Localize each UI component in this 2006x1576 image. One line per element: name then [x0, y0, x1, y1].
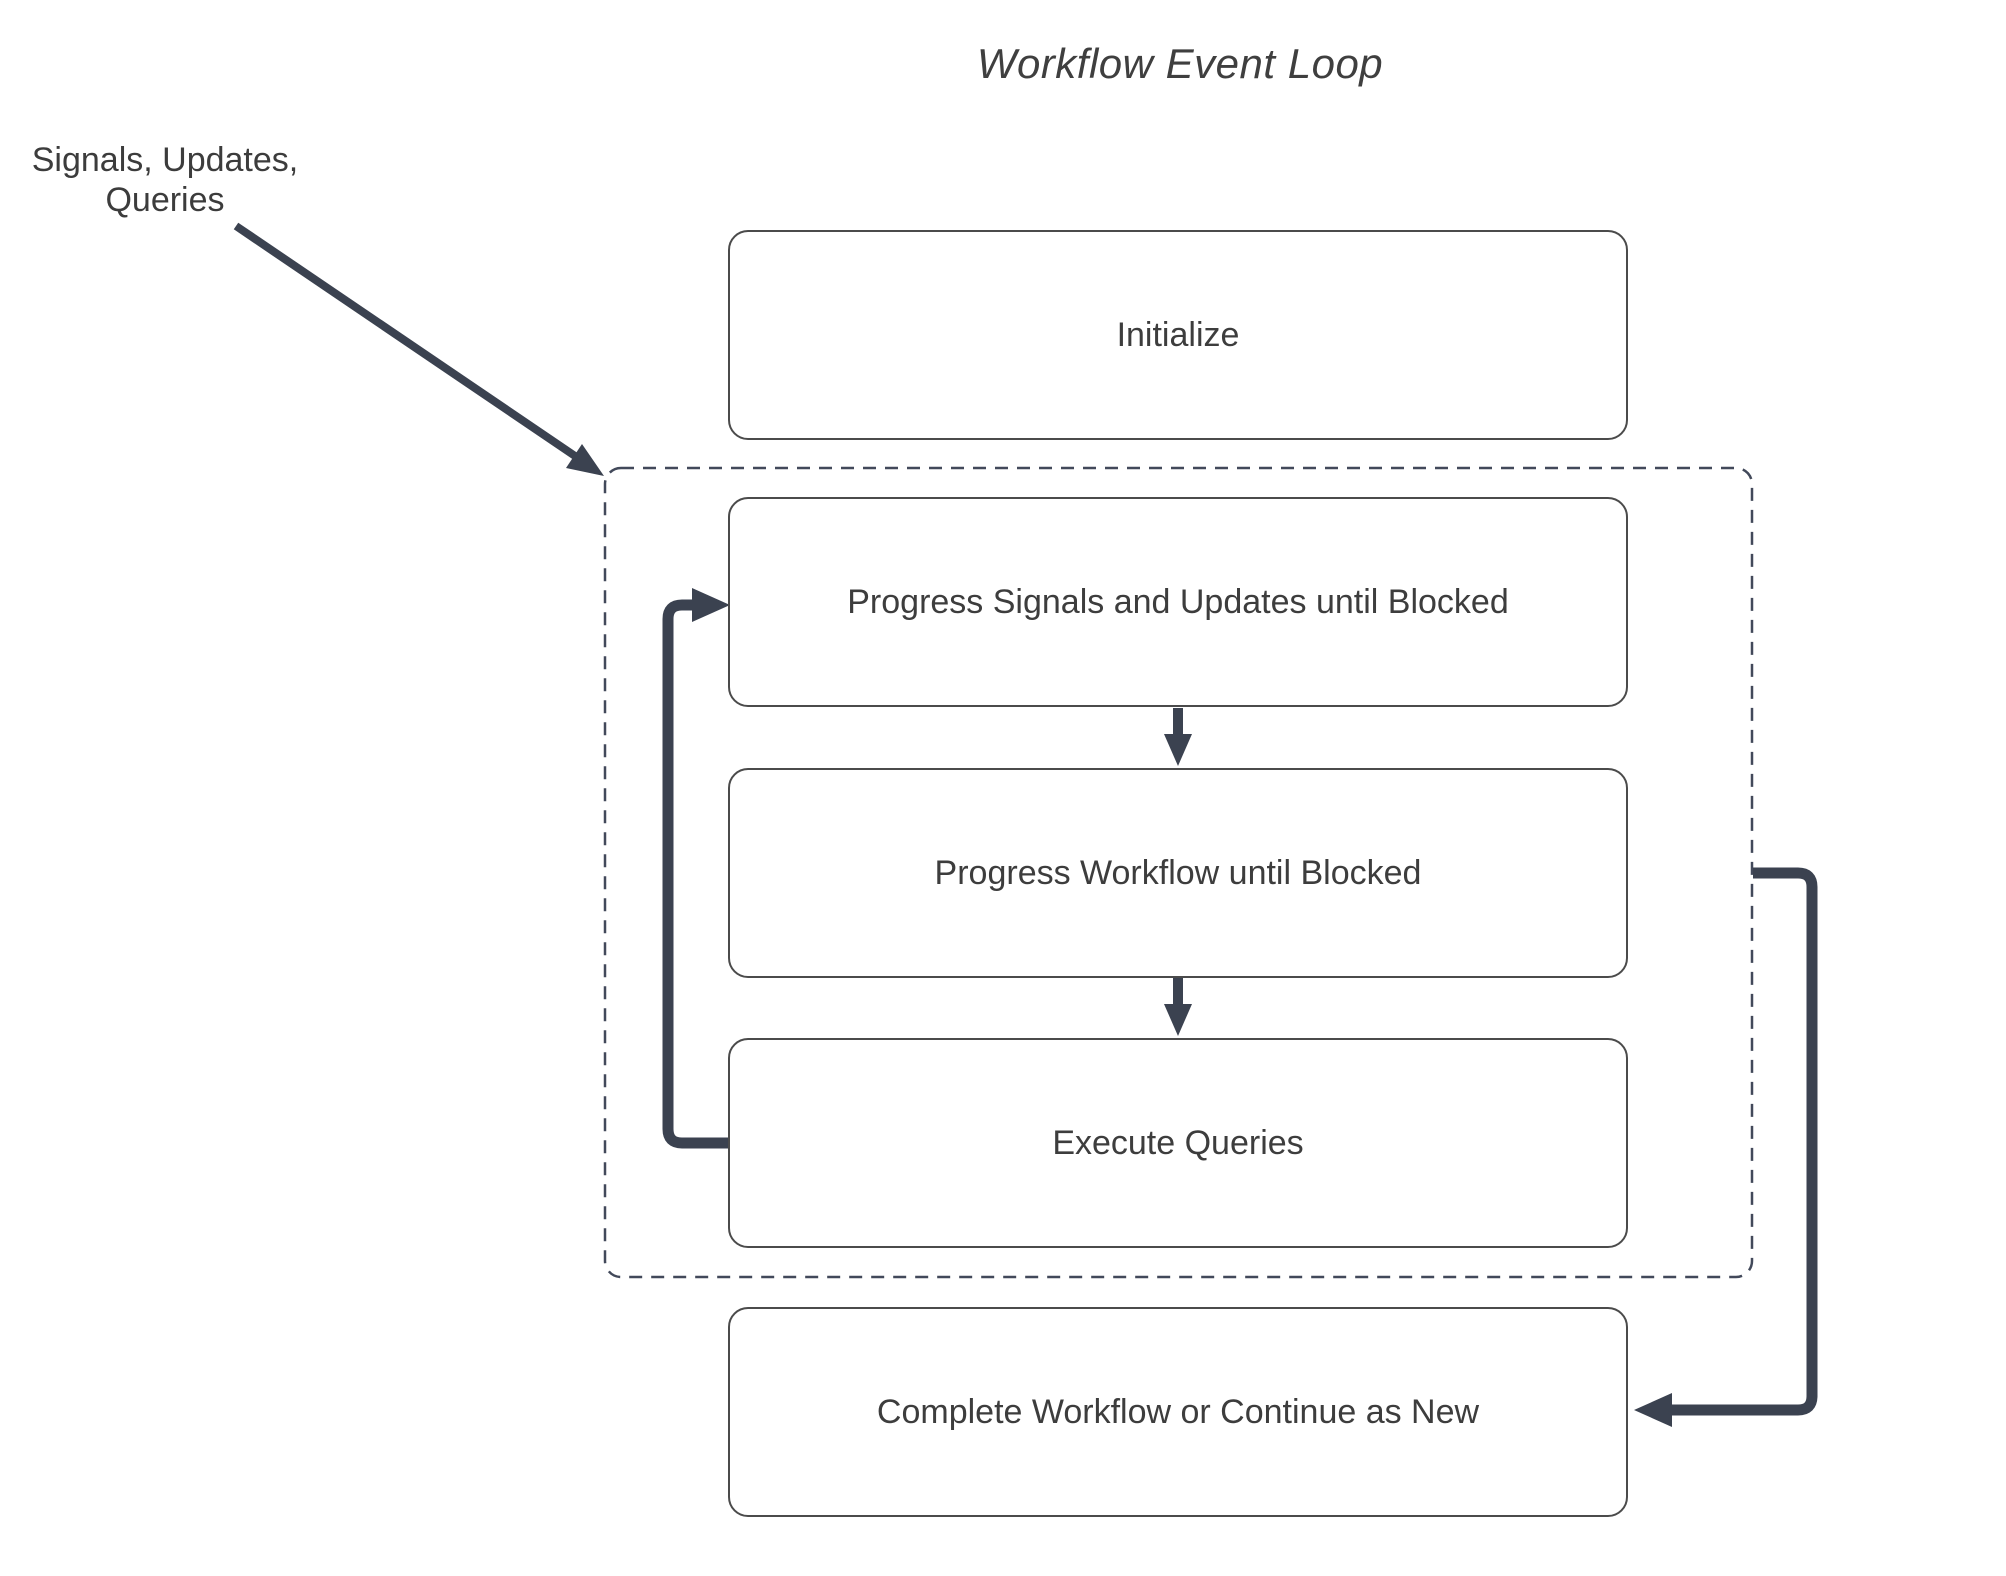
external-inputs-arrow: [233, 222, 604, 476]
node-progress-workflow-label: Progress Workflow until Blocked: [934, 853, 1422, 892]
node-initialize-label: Initialize: [1116, 315, 1240, 354]
diagram-title: Workflow Event Loop: [976, 40, 1384, 87]
node-execute-queries-label: Execute Queries: [1052, 1123, 1304, 1162]
node-initialize: Initialize: [728, 230, 1628, 440]
node-progress-signals-label: Progress Signals and Updates until Block…: [847, 582, 1509, 621]
continue-arrow: [1634, 867, 1818, 1427]
loop-back-arrow: [662, 588, 730, 1149]
down-arrow-signals-to-workflow: [1164, 708, 1192, 766]
node-execute-queries: Execute Queries: [728, 1038, 1628, 1248]
node-complete-label: Complete Workflow or Continue as New: [876, 1392, 1480, 1431]
node-progress-workflow: Progress Workflow until Blocked: [728, 768, 1628, 978]
down-arrow-workflow-to-queries: [1164, 978, 1192, 1036]
node-complete: Complete Workflow or Continue as New: [728, 1307, 1628, 1517]
signals-updates-queries-label: Signals, Updates, Queries: [31, 141, 299, 219]
node-progress-signals: Progress Signals and Updates until Block…: [728, 497, 1628, 707]
